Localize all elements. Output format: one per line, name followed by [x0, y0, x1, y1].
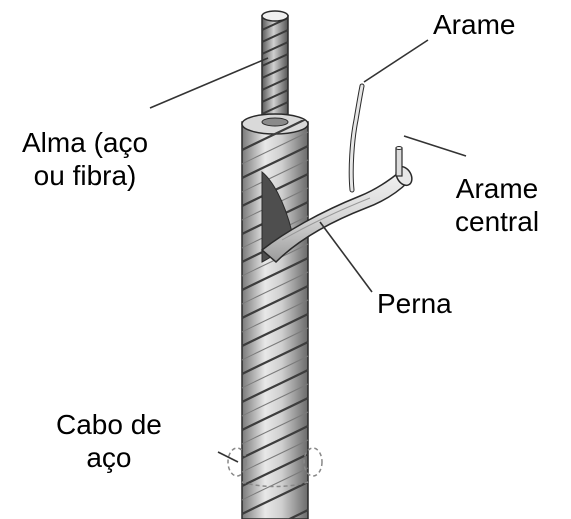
label-alma-line2: ou fibra) — [22, 159, 148, 192]
label-arame: Arame — [433, 8, 515, 41]
label-alma: Alma (aço ou fibra) — [22, 126, 148, 192]
core-strand — [262, 11, 288, 126]
central-wire — [396, 147, 402, 177]
label-cabo-line1: Cabo de — [56, 408, 162, 441]
single-wire — [351, 86, 362, 190]
rope-body — [242, 114, 308, 519]
label-cabo-line2: aço — [56, 441, 162, 474]
label-arame-central-line2: central — [455, 205, 539, 238]
label-perna: Perna — [377, 287, 452, 320]
label-cabo: Cabo de aço — [56, 408, 162, 474]
label-alma-line1: Alma (aço — [22, 126, 148, 159]
label-arame-central-line1: Arame — [455, 172, 539, 205]
label-arame-central: Arame central — [455, 172, 539, 238]
